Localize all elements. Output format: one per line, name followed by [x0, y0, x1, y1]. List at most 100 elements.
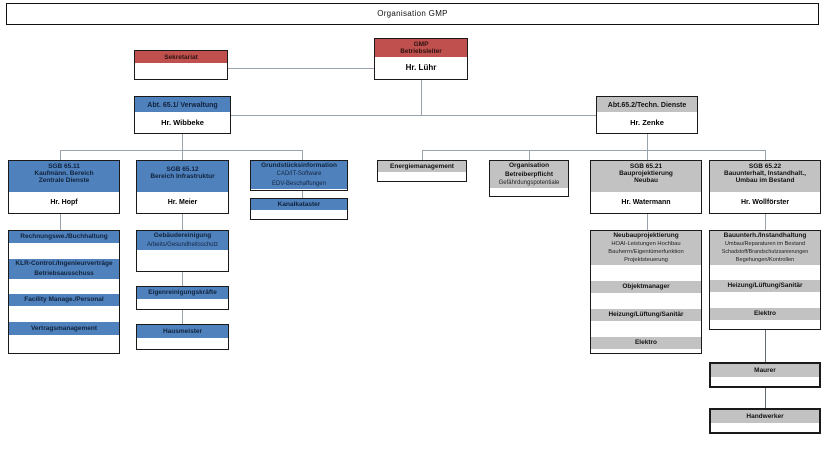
node-grundstuecksinformation[interactable]: Grundstücksinformation CAD/IT-Software E…: [250, 160, 348, 191]
task-heizung-lueftung-sanitaer-bp: Heizung/Lüftung/Sanitär: [591, 309, 701, 321]
task-begehungen-kontrollen: Begehungen/Kontrollen: [710, 256, 820, 265]
task-elektro-bp: Elektro: [591, 337, 701, 349]
tasks-bauprojektierung[interactable]: Neubauprojektierung HOAI-Leistungen Hoch…: [590, 230, 702, 354]
kanalkataster-label: Kanalkataster: [251, 199, 347, 210]
sgb6522-line2: Bauunterhalt, Instandhalt.,: [724, 170, 806, 178]
organisation-line3: Gefährdungspotentiale: [490, 179, 568, 188]
maurer-spacer: [711, 377, 819, 386]
task-arbeitsschutz: Arbeits/Gesundheitsschutz: [137, 241, 228, 250]
connector-sgb6511-tasks: [60, 214, 61, 230]
connector-to-sgb6511: [60, 150, 61, 161]
connector-grundstueck-kanal: [302, 190, 303, 198]
tasks-bauunterhalt[interactable]: Bauunterh./Instandhaltung Umbau/Reparatu…: [709, 230, 821, 330]
tasks-gebaeudereinigung[interactable]: Gebäudereinigung Arbeits/Gesundheitsschu…: [136, 230, 229, 272]
connector-to-sgb6522: [765, 150, 766, 161]
connector-infra-mid: [182, 272, 183, 286]
sgb6521-line1: SGB 65.21: [629, 163, 663, 170]
task-elektro-bu: Elektro: [710, 308, 820, 320]
sekretariat-label: Sekretariat: [135, 51, 227, 63]
node-kanalkataster[interactable]: Kanalkataster: [250, 198, 348, 220]
sgb6521-title: SGB 65.21 Bauprojektierung Neubau: [591, 161, 701, 192]
node-sgb-65-22[interactable]: SGB 65.22 Bauunterhalt, Instandhalt., Um…: [709, 160, 821, 214]
connector-secretariat-leader: [228, 68, 374, 69]
connector-sgb6521-tasks: [647, 214, 648, 230]
organisation-spacer: [490, 188, 568, 196]
grundstueck-line1: Grundstücksinformation: [251, 161, 347, 170]
task-bauherrnfunktion: Bauherrn/Eigentümerfunktion: [591, 248, 701, 256]
sgb6522-title: SGB 65.22 Bauunterhalt, Instandhalt., Um…: [710, 161, 820, 192]
task-facility-management: Facility Manage./Personal: [9, 294, 119, 306]
sgb6521-line3: Neubau: [634, 177, 658, 185]
sgb6511-person: Hr. Hopf: [9, 192, 119, 213]
connector-sgb6512-tasks: [182, 214, 183, 230]
task-bauunterhalt-instandhaltung: Bauunterh./Instandhaltung: [710, 231, 820, 240]
task-hoai-leistungen: HOAI-Leistungen Hochbau: [591, 240, 701, 248]
task-spacer-infra-2: [137, 299, 228, 309]
task-projektsteuerung: Projektsteuerung: [591, 256, 701, 265]
task-klr-control: KLR-Control./Ingenieurverträge: [9, 259, 119, 269]
kanalkataster-spacer: [251, 210, 347, 219]
node-sgb-65-11[interactable]: SGB 65.11 Kaufmänn. Bereich Zentrale Die…: [8, 160, 120, 214]
task-rechnungswesen: Rechnungswe./Buchhaltung: [9, 231, 119, 243]
node-organisation-betreiberpflicht[interactable]: Organisation Betreiberpflicht Gefährdung…: [489, 160, 569, 197]
task-spacer-2: [9, 279, 119, 294]
task-spacer-infra-1: [137, 250, 228, 271]
connector-leader-down: [421, 80, 422, 115]
chart-title: Organisation GMP: [377, 9, 448, 18]
task-spacer-infra-3: [137, 338, 228, 349]
connector-techdienste-down: [647, 134, 648, 150]
node-abt-65-2-techn-dienste[interactable]: Abt.65.2/Techn. Dienste Hr. Zenke: [596, 96, 698, 134]
node-sgb-65-12[interactable]: SGB 65.12 Bereich Infrastruktur Hr. Meie…: [136, 160, 229, 214]
sgb6512-line2: Bereich Infrastruktur: [150, 173, 215, 181]
sgb6512-title: SGB 65.12 Bereich Infrastruktur: [137, 161, 228, 192]
grundstueck-line2: CAD/IT-Software: [251, 170, 347, 179]
connector-to-sgb6512: [182, 150, 183, 161]
leader-role: GMP Betriebsleiter: [375, 39, 467, 57]
task-eigenreinigungskraefte: Eigenreinigungskräfte: [137, 287, 228, 299]
leader-role-line1: GMP: [413, 41, 429, 48]
task-betriebsausschuss: Betriebsausschuss: [9, 269, 119, 279]
sgb6522-line1: SGB 65.22: [748, 163, 782, 170]
task-neubauprojektierung: Neubauprojektierung: [591, 231, 701, 240]
tasks-eigenreinigungskraefte[interactable]: Eigenreinigungskräfte: [136, 286, 229, 310]
leader-role-line2: Betriebsleiter: [400, 48, 442, 56]
task-spacer-bp-1: [591, 265, 701, 281]
task-spacer-bp-4: [591, 349, 701, 353]
task-spacer-bu-2: [710, 292, 820, 308]
node-sekretariat[interactable]: Sekretariat: [134, 50, 228, 80]
techdienste-person: Hr. Zenke: [597, 112, 697, 133]
node-handwerker[interactable]: Handwerker: [709, 408, 821, 434]
techdienste-label: Abt.65.2/Techn. Dienste: [597, 97, 697, 112]
task-vertragsmanagement: Vertragsmanagement: [9, 322, 119, 335]
connector-bauunterhalt-maurer: [765, 330, 766, 362]
verwaltung-label: Abt. 65.1/ Verwaltung: [135, 97, 230, 112]
organisation-line2: Betreiberpflicht: [490, 170, 568, 179]
tasks-kaufmaennischer-bereich[interactable]: Rechnungswe./Buchhaltung KLR-Control./In…: [8, 230, 120, 354]
organisation-line1: Organisation: [490, 161, 568, 170]
connector-to-sgb6521: [647, 150, 648, 161]
connector-verwaltung-children-spine: [60, 150, 302, 151]
task-heizung-lueftung-sanitaer-bu: Heizung/Lüftung/Sanitär: [710, 280, 820, 292]
handwerker-spacer: [711, 423, 819, 432]
node-abt-65-1-verwaltung[interactable]: Abt. 65.1/ Verwaltung Hr. Wibbeke: [134, 96, 231, 134]
sgb6511-line2: Kaufmänn. Bereich: [34, 170, 94, 178]
node-gmp-betriebsleiter[interactable]: GMP Betriebsleiter Hr. Lühr: [374, 38, 468, 80]
connector-sgb6522-tasks: [765, 214, 766, 230]
tasks-hausmeister[interactable]: Hausmeister: [136, 324, 229, 350]
task-gebaeudereinigung: Gebäudereinigung: [137, 231, 228, 241]
handwerker-label: Handwerker: [711, 410, 819, 423]
leader-person: Hr. Lühr: [375, 57, 467, 79]
task-hausmeister: Hausmeister: [137, 325, 228, 338]
task-objektmanager: Objektmanager: [591, 281, 701, 293]
task-schadstoffsanierung: Schadstoff/Brandschutzsanierungen: [710, 248, 820, 256]
connector-to-energie: [422, 150, 423, 161]
task-spacer-1: [9, 243, 119, 259]
node-maurer[interactable]: Maurer: [709, 362, 821, 388]
sgb6511-line1: SGB 65.11: [48, 163, 80, 170]
node-sgb-65-21[interactable]: SGB 65.21 Bauprojektierung Neubau Hr. Wa…: [590, 160, 702, 214]
sgb6521-person: Hr. Watermann: [591, 192, 701, 213]
sgb6512-person: Hr. Meier: [137, 192, 228, 213]
connector-verwaltung-down: [182, 134, 183, 150]
connector-infra-hausmeister: [182, 310, 183, 324]
node-energiemanagement[interactable]: Energiemanagement: [377, 160, 467, 182]
